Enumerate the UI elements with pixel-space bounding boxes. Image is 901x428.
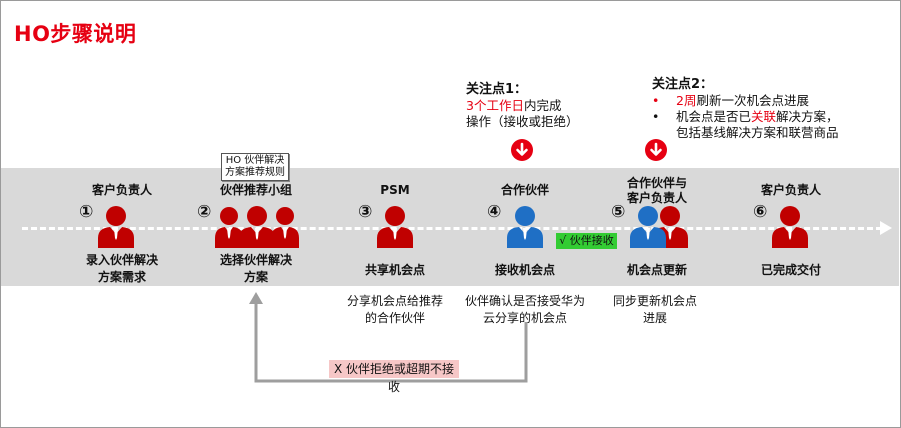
- process-flow-line: [22, 227, 882, 230]
- step-1-action: 录入伙伴解决 方案需求: [72, 252, 172, 286]
- step-6-role: 客户负责人: [760, 183, 821, 197]
- focus-2-title: 关注点2：: [652, 77, 714, 92]
- focus-2-period: 2周: [676, 93, 697, 108]
- focus-1-deadline: 3个工作日: [466, 98, 524, 113]
- step-3-action: 共享机会点: [364, 263, 425, 277]
- step-3-note: 分享机会点给推荐 的合作伙伴: [335, 293, 455, 327]
- bullet-dot-icon: •: [652, 93, 660, 108]
- focus-2-bullet-2-line2: 包括基线解决方案和联营商品: [676, 125, 839, 140]
- step-4-number: ④: [487, 202, 502, 222]
- step-4-role: 合作伙伴: [500, 183, 549, 197]
- customer-owner-icon: [98, 206, 134, 248]
- step-5-note-line: 同步更新机会点: [612, 294, 697, 308]
- step-5-note-line: 进展: [642, 311, 667, 325]
- step-6-action: 已完成交付: [760, 263, 821, 277]
- step-5-role-line: 客户负责人: [626, 191, 687, 205]
- step-4-action: 接收机会点: [494, 263, 555, 277]
- focus-point-1: 关注点1： 3个工作日内完成 操作（接收或拒绝）: [466, 82, 579, 130]
- step-3-role: PSM: [380, 183, 410, 197]
- down-arrow-icon: [511, 139, 533, 161]
- rule-tag-line: 方案推荐规则: [225, 167, 285, 178]
- step-1-action-line: 方案需求: [97, 270, 146, 284]
- customer-owner-icon: [772, 206, 808, 248]
- focus-2-bullet-1-rest: 刷新一次机会点进展: [696, 93, 809, 108]
- step-2-role: 伙伴推荐小组: [219, 183, 292, 197]
- step-2-action: 选择伙伴解决 方案: [206, 252, 306, 286]
- focus-1-line2: 操作（接收或拒绝）: [466, 114, 579, 129]
- step-5-role-line: 合作伙伴与: [626, 176, 687, 190]
- partner-reject-label: X 伙伴拒绝或超期不接收: [329, 360, 459, 394]
- focus-2-bullet-2: • 机会点是否已关联解决方案，: [652, 109, 839, 125]
- step-1-role: 客户负责人: [91, 183, 152, 197]
- step-4-note-line: 云分享的机会点: [482, 311, 567, 325]
- step-4-note-line: 伙伴确认是否接受华为: [464, 294, 585, 308]
- step-2-action-line: 选择伙伴解决: [219, 253, 292, 267]
- step-5-note: 同步更新机会点 进展: [600, 293, 710, 327]
- step-1-action-line: 录入伙伴解决: [85, 253, 158, 267]
- step-1-number: ①: [79, 202, 94, 222]
- focus-1-title: 关注点1：: [466, 82, 528, 97]
- psm-icon: [377, 206, 413, 248]
- step-5-role: 合作伙伴与 客户负责人: [607, 176, 707, 206]
- step-3-note-line: 的合作伙伴: [364, 311, 425, 325]
- focus-1-line1-rest: 内完成: [523, 98, 562, 113]
- focus-2-bullet-2-a: 机会点是否已: [676, 109, 752, 124]
- down-arrow-icon: [645, 139, 667, 161]
- flow-arrow-head-icon: [880, 221, 892, 235]
- bullet-dot-icon: •: [652, 109, 660, 124]
- focus-2-bullet-2-b: 解决方案，: [776, 109, 839, 124]
- partner-accept-label: √ 伙伴接收: [556, 233, 617, 249]
- step-6-number: ⑥: [753, 202, 768, 222]
- step-3-number: ③: [358, 202, 373, 222]
- step-2-number: ②: [197, 202, 212, 222]
- step-5-number: ⑤: [611, 202, 626, 222]
- focus-point-2: 关注点2： • 2周刷新一次机会点进展 • 机会点是否已关联解决方案， 包括基线解决…: [652, 77, 839, 141]
- step-2-action-line: 方案: [243, 270, 268, 284]
- recommendation-rule-tag: HO 伙伴解决 方案推荐规则: [221, 153, 289, 181]
- partner-recommendation-group-icon: [215, 206, 299, 248]
- partner-and-customer-owner-icon: [630, 206, 688, 248]
- focus-2-link-word: 关联: [751, 109, 777, 124]
- focus-2-bullet-1: • 2周刷新一次机会点进展: [652, 93, 839, 109]
- page-title: HO步骤说明: [14, 22, 137, 46]
- partner-icon: [507, 206, 543, 248]
- rule-tag-line: HO 伙伴解决: [225, 155, 285, 166]
- step-4-note: 伙伴确认是否接受华为 云分享的机会点: [460, 293, 590, 327]
- step-3-note-line: 分享机会点给推荐: [346, 294, 443, 308]
- step-5-action: 机会点更新: [626, 263, 687, 277]
